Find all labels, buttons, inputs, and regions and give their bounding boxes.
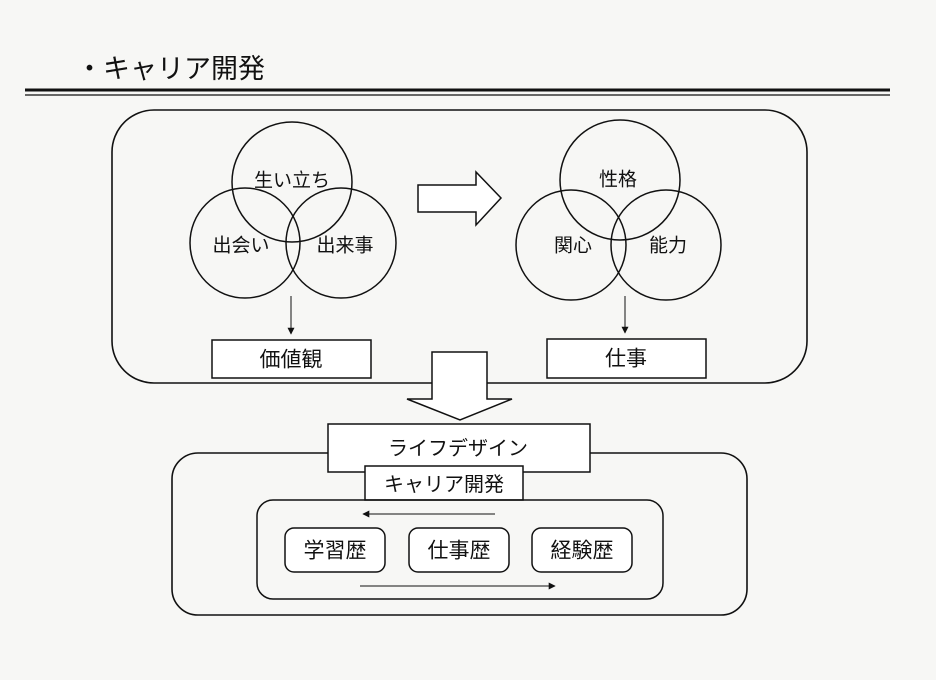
label-events: 出来事	[316, 234, 374, 257]
label-career-development: キャリア開発	[384, 472, 504, 496]
learning-history-box	[284, 527, 386, 573]
circle-encounters	[189, 187, 301, 299]
left-venn	[189, 121, 397, 299]
label-life-design: ライフデザイン	[388, 436, 528, 460]
circle-abilities	[610, 189, 722, 301]
experience-history-box	[531, 527, 633, 573]
circle-interests	[515, 189, 627, 301]
work-history-box	[408, 527, 510, 573]
work-box	[546, 338, 707, 379]
label-abilities: 能力	[648, 234, 688, 257]
circle-events	[285, 187, 397, 299]
inner-container	[256, 499, 664, 600]
circle-personality	[559, 119, 681, 241]
label-work-history: 仕事歴	[427, 538, 491, 563]
label-learning-history: 学習歴	[303, 538, 367, 563]
label-interests: 関心	[553, 234, 593, 257]
label-values: 価値観	[259, 347, 323, 372]
label-work: 仕事	[605, 346, 647, 371]
label-upbringing: 生い立ち	[253, 169, 331, 192]
label-encounters: 出会い	[212, 234, 270, 257]
values-box	[211, 339, 372, 379]
label-experience-history: 経験歴	[550, 538, 614, 563]
page-title: ・キャリア開発	[76, 54, 265, 85]
right-venn	[515, 119, 722, 301]
right-block-arrow	[417, 170, 503, 227]
label-personality: 性格	[598, 168, 638, 191]
circle-upbringing	[231, 121, 353, 243]
down-block-arrow	[406, 351, 513, 421]
